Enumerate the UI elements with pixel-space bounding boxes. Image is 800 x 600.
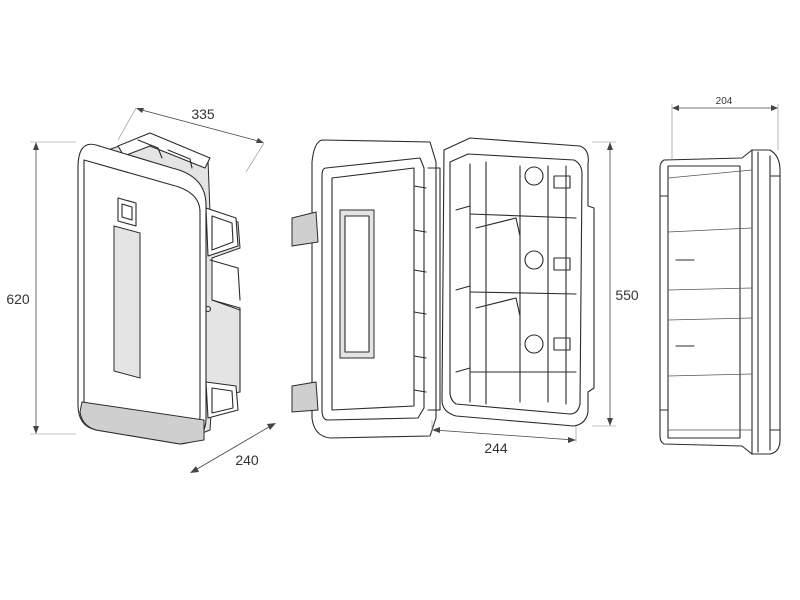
dim-height-total: 620 bbox=[6, 291, 30, 307]
open-cabinet-view bbox=[291, 137, 616, 443]
dim-depth: 240 bbox=[235, 452, 259, 468]
dim-width-inner: 244 bbox=[484, 440, 508, 456]
closed-cabinet-view bbox=[30, 107, 276, 473]
dim-side-depth: 204 bbox=[716, 96, 733, 107]
dim-height-inner: 550 bbox=[615, 287, 639, 303]
side-view bbox=[659, 104, 781, 455]
dim-width-top: 335 bbox=[191, 106, 215, 122]
